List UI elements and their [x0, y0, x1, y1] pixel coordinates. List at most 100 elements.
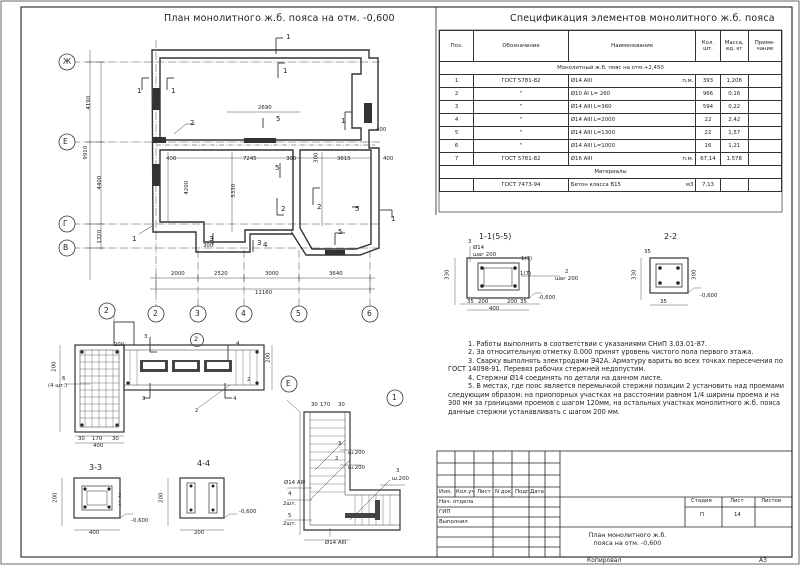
- node-bubble-e: Е: [286, 379, 291, 388]
- cut-5-d: 5: [338, 228, 343, 236]
- axis-label-zh: Ж: [63, 57, 72, 66]
- corner-rebar: Ø14 AIII: [284, 480, 306, 486]
- dim-4190: 4190: [86, 95, 93, 110]
- note-2: 2. За относительную отметку 0.000 принят…: [468, 348, 754, 357]
- s22-dim-35b: 35: [660, 299, 667, 305]
- node-dim-200a: 200: [114, 342, 125, 348]
- corner-mark-2a: 2: [335, 456, 339, 462]
- dim-5330: 5330: [231, 183, 238, 198]
- format-label: А3: [759, 557, 767, 564]
- cut-1-a: 1: [137, 87, 142, 95]
- node-cut-3a: 3: [144, 334, 148, 340]
- cut-4-a: 4: [263, 241, 268, 249]
- stamp-title: План монолитного ж.б. пояса на отм. -0,6…: [588, 532, 667, 547]
- stamp-ndok: N док.: [495, 489, 513, 495]
- stamp-data: Дата: [530, 489, 544, 495]
- stamp-role-author: Выполнил: [439, 519, 468, 525]
- s22-dim-300: 300: [691, 269, 698, 280]
- cut-1-e: 1: [391, 215, 396, 223]
- cut-3-b: 3: [257, 239, 262, 247]
- s22-level: -0,600: [700, 293, 718, 299]
- cut-2-a: 2: [190, 119, 195, 127]
- spec-header-mass: Масса, ед. кг: [719, 30, 749, 62]
- stamp-sheet-label: Лист: [730, 498, 744, 504]
- dim-3615: 3615: [337, 156, 351, 162]
- dim-2690: 2690: [258, 105, 272, 111]
- spec-header-note: Приме-чание: [747, 30, 783, 62]
- s44-level: -0,600: [239, 509, 257, 515]
- node-dim-30b: 30: [112, 436, 119, 442]
- copied-label: Копировал: [587, 557, 622, 564]
- s33-mark-1: 1: [118, 501, 122, 507]
- s11-mark-3: 3: [468, 239, 472, 245]
- corner-rebar-bottom: Ø14 AIII: [325, 540, 347, 546]
- s11-dim-400: 400: [489, 306, 500, 312]
- corner-mark-4: 4: [288, 491, 292, 497]
- s33-mark-2: 2: [118, 493, 122, 499]
- cut-5-b: 5: [275, 164, 280, 172]
- cut-2-b: 2: [281, 205, 286, 213]
- s11-mark-step: шаг 200: [555, 276, 579, 282]
- s11-step: шаг 200: [473, 252, 497, 258]
- section-4-4: [167, 477, 237, 531]
- spec-header-oboz: Обозначение: [473, 30, 569, 62]
- spec-group-row: Монолитный ж.б. пояс на отм.+2,450: [439, 61, 782, 75]
- dim-3000: 3000: [265, 271, 279, 277]
- specification-table: Поз. Обозначение Наименование Кол. шт. М…: [438, 30, 783, 192]
- corner-pcs-a: 2шт.: [283, 501, 297, 507]
- stamp-sheet: 14: [734, 512, 741, 518]
- spec-title: Спецификация элементов монолитного ж.б. …: [510, 13, 775, 24]
- axis-label-3: 3: [195, 309, 200, 318]
- s33-level: -0,600: [131, 518, 149, 524]
- dim-400-c: 400: [376, 127, 387, 133]
- s11-mark-2: 2: [565, 269, 569, 275]
- node-dim-200b: 200: [51, 361, 58, 372]
- dim-400-b: 400: [383, 156, 394, 162]
- axis-label-v: В: [63, 243, 69, 252]
- stamp-role-gip: ГИП: [439, 509, 451, 515]
- stamp-stage-label: Стадия: [691, 498, 712, 504]
- note-5: 5. В местах, где пояс является перемычко…: [448, 382, 785, 416]
- node-bubble-1: 1: [392, 393, 397, 402]
- corner-mark-5: 5: [288, 513, 292, 519]
- s11-dim-35b: 35: [520, 299, 527, 305]
- s44-dim-200b: 200: [158, 492, 165, 503]
- dim-total: 11160: [255, 290, 273, 296]
- dim-300: 300: [286, 156, 297, 162]
- corner-dims-top: 30: [311, 402, 318, 408]
- dim-1330: 300: [313, 152, 320, 163]
- axis-label-5: 5: [296, 309, 301, 318]
- s11-mark-1-7a: 1(7): [521, 256, 533, 262]
- stamp-list: Лист: [477, 489, 491, 495]
- spec-header-qty: Кол. шт.: [695, 30, 721, 62]
- s11-rebar: Ø14: [473, 245, 485, 251]
- node-dim-170: 170: [92, 436, 103, 442]
- node-cut-4b: 4: [233, 396, 237, 402]
- s33-dim-200: 200: [52, 492, 59, 503]
- corner-dims-top-c: 30: [338, 402, 345, 408]
- floor-plan: [72, 37, 393, 310]
- s11-dim-200b: 200: [507, 299, 518, 305]
- corner-mark-3b: 3: [396, 468, 400, 474]
- stamp-sheets-label: Листов: [761, 498, 782, 504]
- dim-3640: 3640: [329, 271, 343, 277]
- spec-header-name: Наименование: [567, 30, 697, 62]
- node-cut-3b: 3: [142, 396, 146, 402]
- axis-bubbles: [58, 53, 404, 407]
- node-mark-2a: 2: [247, 377, 251, 383]
- corner-pcs-b: 2шт.: [283, 521, 297, 527]
- title-block: [436, 450, 793, 558]
- s11-mark-1-7b: 1(7): [520, 271, 532, 277]
- node-mark-6: 6: [62, 376, 66, 382]
- cut-2-c: 2: [317, 203, 322, 211]
- node-detail: [59, 315, 273, 444]
- section-title-3-3: 3-3: [89, 463, 103, 472]
- dim-400-a: 400: [166, 156, 177, 162]
- s22-dim-35: 35: [644, 249, 651, 255]
